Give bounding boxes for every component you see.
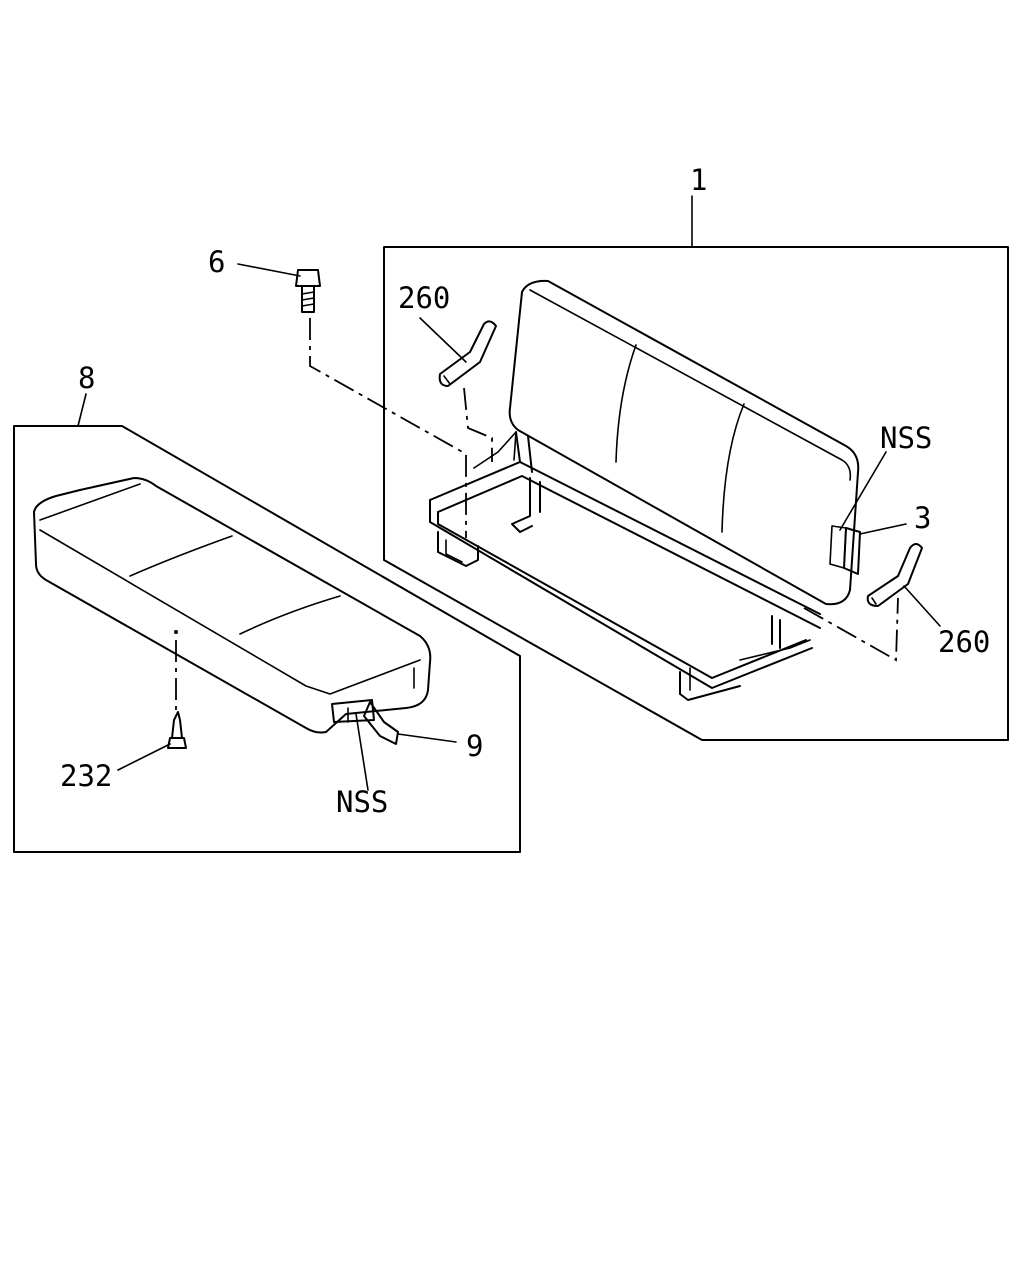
bracket-part-3 <box>829 525 861 575</box>
callout-part-260-right: 260 <box>938 625 990 659</box>
seat-frame <box>429 431 821 701</box>
callout-nss-back: NSS <box>880 421 932 455</box>
seat-cushion <box>33 477 432 734</box>
seat-cushion-assembly-frame <box>13 425 521 853</box>
cover-part-260-left <box>438 320 497 387</box>
seat-back <box>508 279 860 606</box>
callout-part-1: 1 <box>690 163 707 197</box>
bolt-part-6 <box>295 269 321 313</box>
callout-part-3: 3 <box>914 501 931 535</box>
screw-part-232 <box>167 711 187 749</box>
alignment-lines <box>175 318 899 714</box>
cover-part-260-right <box>866 543 923 607</box>
callout-part-6: 6 <box>208 245 225 279</box>
callout-part-8: 8 <box>78 361 95 395</box>
strap-part-9 <box>331 699 399 745</box>
leader-lines <box>77 195 941 791</box>
callout-part-9: 9 <box>466 729 483 763</box>
callout-nss-cushion: NSS <box>336 785 388 819</box>
callout-part-232: 232 <box>60 759 112 793</box>
seat-back-assembly-frame <box>383 246 1009 741</box>
callout-part-260-left: 260 <box>398 281 450 315</box>
